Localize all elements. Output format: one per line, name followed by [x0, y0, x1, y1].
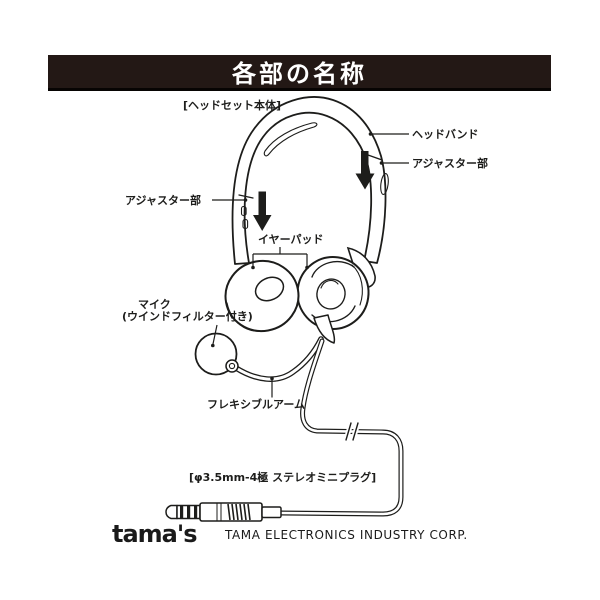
mic-leader	[212, 324, 218, 345]
cable-break-mark	[343, 420, 361, 443]
flexible-arm-label: フレキシブルアーム	[207, 398, 306, 411]
flexible-arm-drawing	[233, 336, 324, 382]
company-name: TAMA ELECTRONICS INDUSTRY CORP.	[225, 528, 468, 542]
plug-body	[199, 502, 263, 522]
plug-collar	[261, 506, 282, 519]
brand-logo: tama's	[112, 520, 198, 548]
cable-drawing	[278, 338, 404, 517]
adjuster-left-slot-2	[242, 218, 249, 230]
mic-joint-ring	[225, 359, 239, 373]
earpad-bracket	[252, 247, 308, 267]
mic-label-line2: (ウインドフィルター付き)	[122, 309, 253, 323]
title-bar: 各部の名称	[48, 55, 551, 91]
earpad-label: イヤーパッド	[258, 233, 324, 246]
headband-highlight-slit	[263, 122, 318, 157]
adjuster-left-label: アジャスター部	[125, 194, 202, 207]
plug-label: [φ3.5mm-4極 ステレオミニプラグ]	[189, 471, 377, 484]
leader-lines	[211, 132, 409, 398]
down-arrow-right-icon	[355, 151, 375, 190]
adjuster-right-joint	[367, 154, 383, 161]
adjuster-right-slot	[380, 173, 389, 195]
microphone-drawing	[194, 332, 239, 376]
right-earcup-drawing	[296, 256, 370, 330]
adjuster-left-slot-1	[240, 205, 247, 217]
mic-label-line1: マイク	[138, 298, 171, 311]
mic-label: マイク (ウインドフィルター付き)	[122, 299, 253, 322]
adjuster-left-joint	[238, 194, 254, 199]
headband-label: ヘッドバンド	[412, 128, 479, 141]
left-earcup-drawing	[224, 259, 300, 333]
plug-tip	[165, 504, 178, 520]
arm-mount-drawing	[313, 314, 336, 344]
page-title: 各部の名称	[232, 60, 367, 88]
headset-body-label: [ヘッドセット本体]	[183, 99, 282, 112]
adjuster-right-label: アジャスター部	[412, 157, 489, 170]
down-arrow-left-icon	[253, 191, 272, 231]
earpad-opening	[254, 276, 285, 302]
plug-drawing	[165, 502, 282, 522]
headband-drawing	[231, 96, 389, 265]
